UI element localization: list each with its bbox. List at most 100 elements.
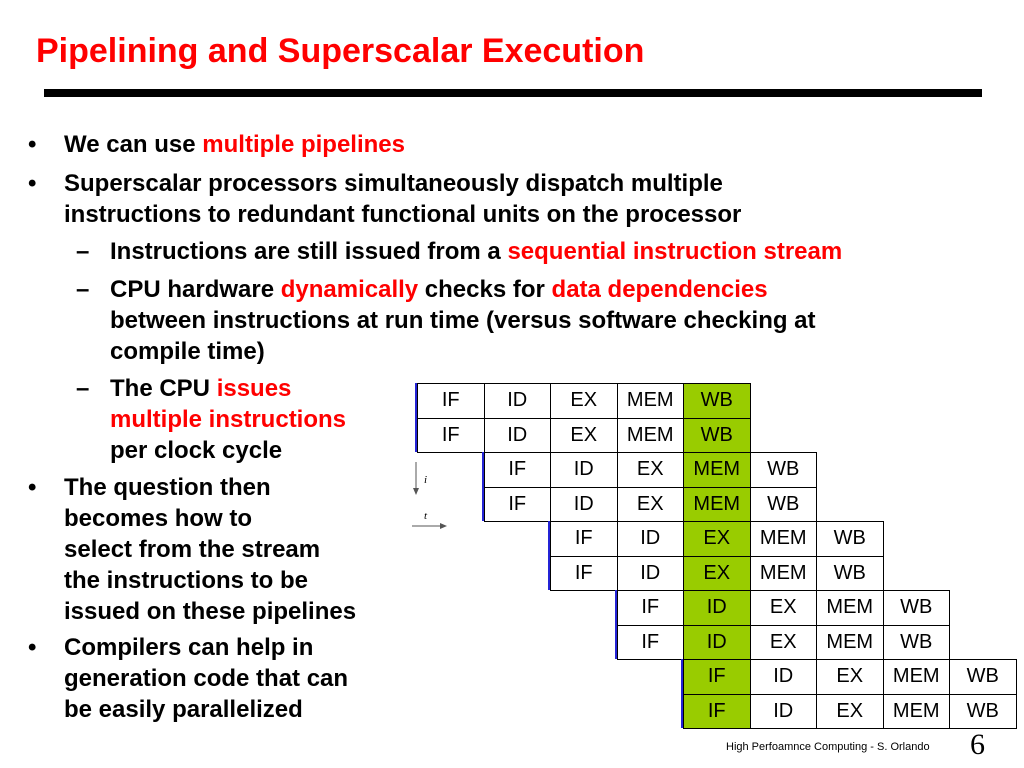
bullet-marker: • [28, 131, 37, 158]
bullet-multiple-pipelines: We can use multiple pipelines [64, 129, 405, 160]
pipeline-stage-if: IF [616, 590, 684, 626]
sub-bullet-text: Instructions are still issued from a [110, 238, 508, 265]
footer-credit: High Perfoamnce Computing - S. Orlando [726, 741, 930, 753]
issue-bar [681, 693, 684, 728]
pipeline-stage-ex: EX [749, 624, 817, 660]
pipeline-stage-wb: WB [749, 486, 817, 522]
issue-bar [614, 624, 618, 659]
pipeline-stage-mem: MEM [683, 486, 751, 522]
pipeline-stage-id: ID [749, 693, 817, 729]
bullet-question-line5: issued on these pipelines [64, 598, 357, 625]
pipeline-stage-id: ID [483, 383, 551, 419]
sub-bullet-sequential: Instructions are still issued from a seq… [110, 236, 842, 267]
page-number: 6 [970, 728, 985, 761]
pipeline-stage-wb: WB [816, 521, 884, 557]
bullet-marker: • [28, 170, 37, 197]
dash-marker: – [76, 238, 90, 265]
pipeline-stage-id: ID [616, 521, 684, 557]
pipeline-stage-id: ID [483, 417, 551, 453]
pipeline-stage-wb: WB [949, 693, 1017, 729]
axis-label-t: t [424, 510, 428, 522]
bullet-question-line2: becomes how to [64, 505, 253, 532]
pipeline-stage-ex: EX [816, 693, 884, 729]
bullet-question-line3: select from the stream [64, 536, 321, 563]
sub-bullet-issues-line2: multiple instructions [110, 406, 347, 433]
pipeline-stage-if: IF [550, 521, 618, 557]
sub-bullet-dependencies-line3: compile time) [110, 338, 265, 365]
horizontal-axis-arrow [412, 523, 447, 529]
issue-bar [415, 417, 418, 452]
pipeline-stage-ex: EX [550, 383, 618, 419]
bullet-compilers-line1: Compilers can help in [64, 634, 314, 661]
issue-bar [548, 555, 551, 590]
pipeline-stage-ex: EX [616, 486, 684, 522]
issue-bar [481, 452, 485, 487]
pipeline-stage-if: IF [417, 417, 485, 453]
sub-bullet-dependencies-line2: between instructions at run time (versus… [110, 307, 816, 334]
pipeline-stage-id: ID [550, 486, 618, 522]
pipeline-stage-mem: MEM [816, 590, 884, 626]
sub-bullet-text: CPU hardware [110, 276, 281, 303]
pipeline-stage-wb: WB [882, 590, 950, 626]
pipeline-stage-if: IF [483, 452, 551, 488]
highlight-text: issues [216, 375, 292, 402]
issue-bar [548, 521, 551, 556]
highlight-text: dynamically [280, 276, 419, 303]
bullet-superscalar-line1: Superscalar processors simultaneously di… [64, 170, 723, 197]
bullet-question-line4: the instructions to be [64, 567, 309, 594]
pipeline-stage-mem: MEM [616, 383, 684, 419]
sub-bullet-text: The CPU [110, 375, 217, 402]
sub-bullet-dependencies-line1: CPU hardware dynamically checks for data… [110, 274, 768, 305]
axis-arrows [412, 462, 447, 529]
pipeline-stage-ex: EX [550, 417, 618, 453]
pipeline-stage-if: IF [550, 555, 618, 591]
sub-bullet-text: checks for [418, 276, 552, 303]
pipeline-stage-mem: MEM [882, 659, 950, 695]
issue-bar [614, 590, 618, 625]
dash-marker: – [76, 375, 90, 402]
pipeline-stage-id: ID [749, 659, 817, 695]
bullet-text: We can use [64, 131, 203, 158]
highlight-text: sequential instruction stream [507, 238, 843, 265]
pipeline-stage-ex: EX [683, 555, 751, 591]
pipeline-stage-wb: WB [816, 555, 884, 591]
pipeline-stage-mem: MEM [749, 521, 817, 557]
pipeline-stage-ex: EX [749, 590, 817, 626]
dash-marker: – [76, 276, 90, 303]
pipeline-stage-ex: EX [683, 521, 751, 557]
pipeline-stage-if: IF [683, 693, 751, 729]
pipeline-stage-wb: WB [882, 624, 950, 660]
pipeline-stage-if: IF [683, 659, 751, 695]
pipeline-stage-mem: MEM [749, 555, 817, 591]
title-underline [44, 89, 982, 97]
bullet-superscalar-line2: instructions to redundant functional uni… [64, 201, 742, 228]
sub-bullet-issues-line1: The CPU issues [110, 373, 291, 404]
pipeline-stage-id: ID [550, 452, 618, 488]
sub-bullet-issues-line3: per clock cycle [110, 437, 283, 464]
highlight-text: multiple pipelines [202, 131, 405, 158]
pipeline-stage-wb: WB [683, 417, 751, 453]
pipeline-stage-wb: WB [749, 452, 817, 488]
pipeline-stage-ex: EX [616, 452, 684, 488]
issue-bar [681, 659, 684, 694]
pipeline-stage-if: IF [417, 383, 485, 419]
pipeline-stage-mem: MEM [816, 624, 884, 660]
pipeline-stage-ex: EX [816, 659, 884, 695]
pipeline-stage-id: ID [683, 624, 751, 660]
slide-title: Pipelining and Superscalar Execution [36, 32, 645, 70]
pipeline-stage-wb: WB [683, 383, 751, 419]
pipeline-stage-mem: MEM [683, 452, 751, 488]
issue-bar [415, 383, 418, 418]
pipeline-stage-mem: MEM [882, 693, 950, 729]
axis-label-i: i [424, 474, 428, 486]
bullet-question-line1: The question then [64, 474, 271, 501]
bullet-compilers-line2: generation code that can [64, 665, 349, 692]
highlight-text: data dependencies [551, 276, 768, 303]
pipeline-stage-id: ID [683, 590, 751, 626]
pipeline-stage-wb: WB [949, 659, 1017, 695]
pipeline-stage-id: ID [616, 555, 684, 591]
bullet-marker: • [28, 474, 37, 501]
bullet-marker: • [28, 634, 37, 661]
vertical-axis-arrow [413, 462, 419, 495]
bullet-compilers-line3: be easily parallelized [64, 696, 303, 723]
